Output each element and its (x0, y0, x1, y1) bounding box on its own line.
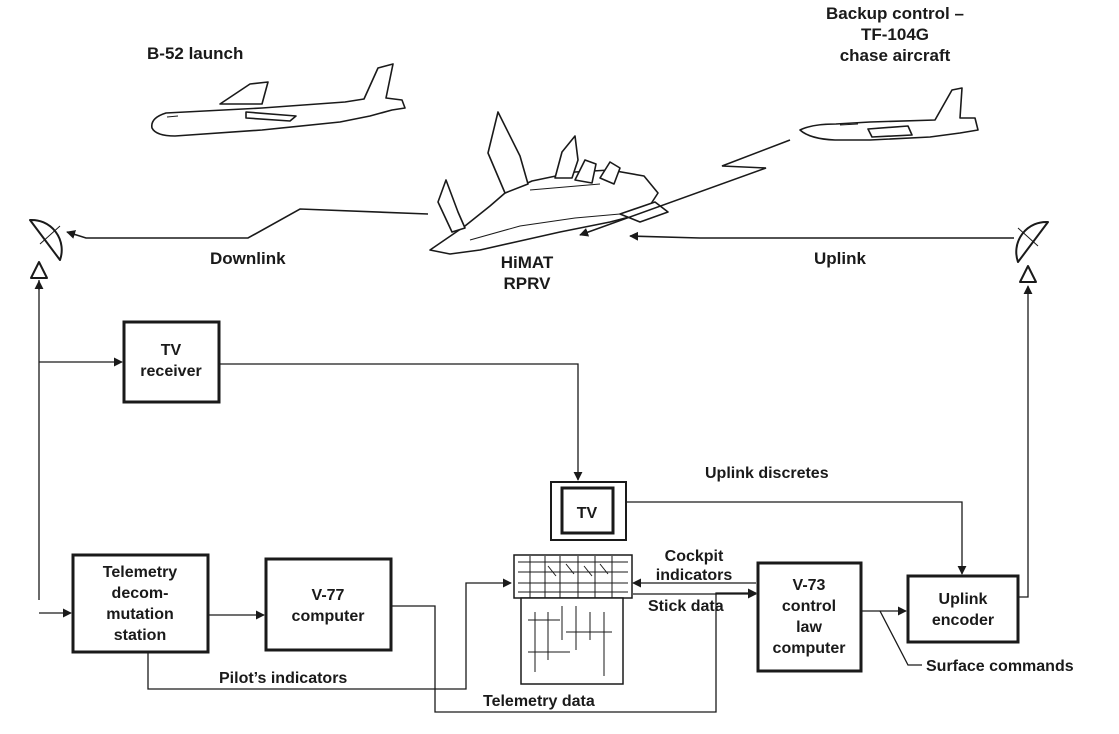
tv-receiver-label-line1: TV (161, 342, 182, 359)
telemetry-label-line2: decom- (112, 585, 169, 602)
telemetry-station-block: Telemetry decom- mutation station (71, 553, 210, 654)
telemetry-data-label: Telemetry data (483, 693, 595, 710)
telemetry-label-line1: Telemetry (103, 564, 178, 581)
v73-label-line2: control (782, 598, 836, 615)
v77-computer-block: V-77 computer (264, 557, 393, 652)
telemetry-label-line4: station (114, 627, 166, 644)
backup-control-signal (579, 139, 791, 237)
uplink-label: Uplink (814, 249, 866, 268)
telemetry-label-line3: mutation (106, 606, 174, 623)
chase-label-line3: chase aircraft (840, 46, 951, 65)
cockpit-indicators-label-line2: indicators (656, 567, 733, 584)
v73-label-line3: law (796, 619, 822, 636)
tv-monitor-label: TV (577, 505, 598, 522)
tf104-chase-aircraft (799, 87, 979, 141)
himat-label-line2: RPRV (504, 274, 552, 293)
wire-tv-receiver-to-tv (219, 363, 583, 481)
uplink-encoder-block: Uplink encoder (906, 574, 1020, 644)
v77-label-line2: computer (292, 608, 365, 625)
v77-label-line1: V-77 (312, 587, 345, 604)
chase-label-line1: Backup control – (826, 4, 964, 23)
surface-commands-leader (879, 610, 922, 666)
wire-encoder-to-antenna (1018, 285, 1033, 598)
wire-uplink-discretes (626, 501, 967, 575)
cockpit-indicators-label-line1: Cockpit (665, 548, 724, 565)
b52-label: B-52 launch (147, 44, 243, 63)
surface-commands-label: Surface commands (926, 658, 1074, 675)
pilot-console: TV (513, 481, 633, 685)
stick-data-label: Stick data (648, 598, 724, 615)
v73-label-line1: V-73 (793, 577, 826, 594)
uplink-signal (629, 231, 1014, 241)
wire-telemetry-data (391, 588, 757, 713)
v73-label-line4: computer (773, 640, 846, 657)
b52-aircraft (150, 63, 406, 137)
tv-receiver-block: TV receiver (122, 320, 221, 404)
encoder-label-line1: Uplink (939, 591, 988, 608)
wire-pilots-indicators (147, 578, 512, 690)
downlink-signal (66, 208, 429, 239)
right-ground-antenna (1015, 220, 1049, 283)
himat-label-line1: HiMAT (501, 253, 554, 272)
chase-label-line2: TF-104G (861, 25, 929, 44)
downlink-label: Downlink (210, 249, 286, 268)
uplink-discretes-label: Uplink discretes (705, 465, 829, 482)
encoder-label-line2: encoder (932, 612, 994, 629)
left-ground-antenna (29, 218, 63, 279)
tv-receiver-label-line2: receiver (140, 363, 201, 380)
v73-control-law-computer-block: V-73 control law computer (756, 561, 863, 673)
himat-rprv-aircraft (429, 111, 669, 255)
pilots-indicators-label: Pilot’s indicators (219, 670, 347, 687)
